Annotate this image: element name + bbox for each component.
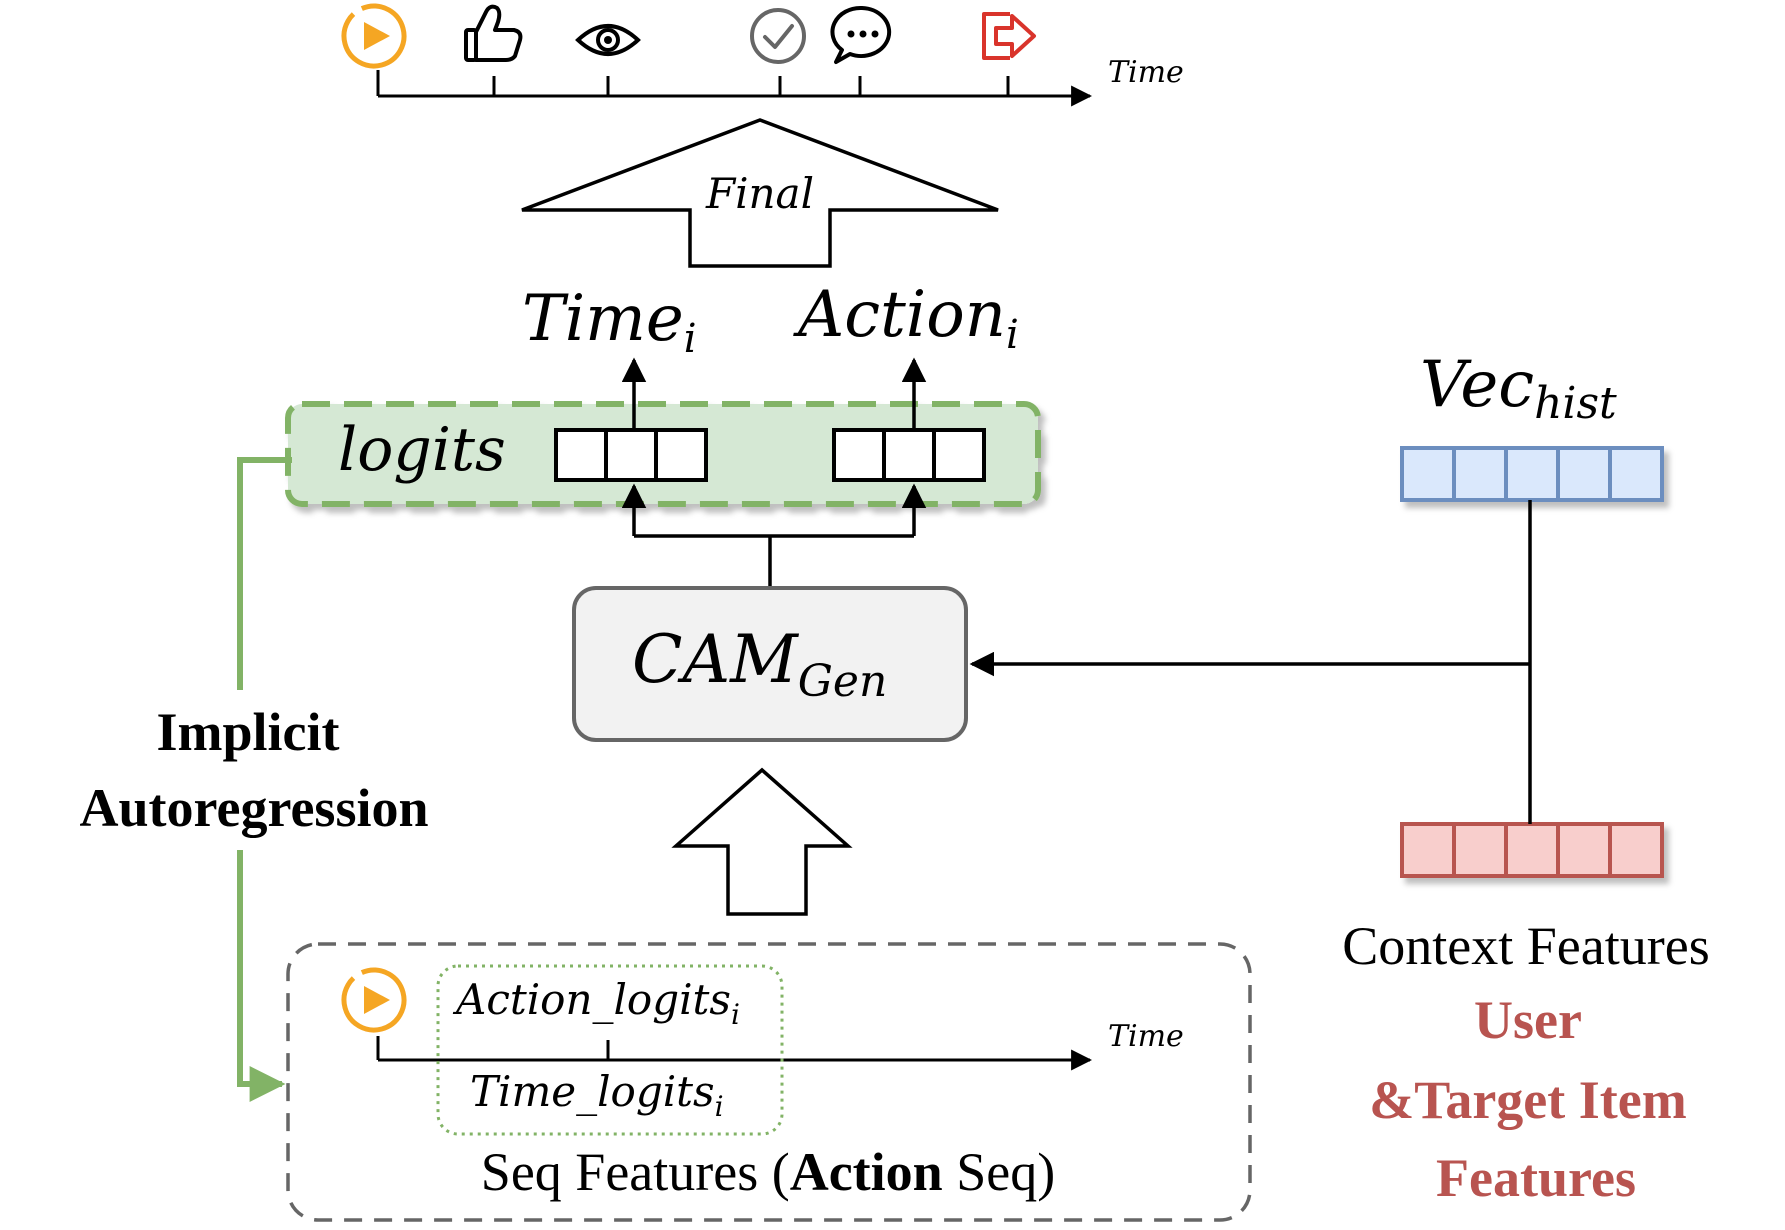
seq-caption-pre: Seq Features ( [481, 1142, 790, 1202]
seq-play-icon [341, 967, 407, 1033]
time-logits-vector [554, 428, 708, 482]
seq-caption-post: Seq) [943, 1142, 1055, 1202]
svg-text:Timei: Timei [522, 282, 697, 362]
logits-label: logits [338, 415, 506, 485]
logits-box: logits [285, 401, 1041, 507]
seq-axis-label: Time [1108, 1019, 1184, 1054]
vec-hist-vector [1400, 446, 1664, 502]
top-timeline: Time [341, 3, 1184, 107]
output-action-sub: i [1006, 312, 1019, 358]
output-time: Timei [522, 282, 697, 362]
context-line2: User [1474, 990, 1582, 1050]
implicit-line1: Implicit [157, 702, 340, 762]
comment-icon [830, 5, 892, 64]
implicit-line2: Autoregression [80, 778, 429, 838]
output-action: Actioni [793, 278, 1019, 358]
logits-input-box [436, 964, 784, 1136]
svg-text:Vechist: Vechist [1420, 348, 1617, 429]
check-icon [750, 8, 806, 64]
share-icon [982, 12, 1036, 60]
svg-text:Time_logitsi: Time_logitsi [470, 1067, 724, 1123]
action-logits-sub: i [731, 998, 740, 1031]
play-icon [341, 3, 407, 69]
time-logits-sub: i [715, 1090, 724, 1123]
seq-to-cam-arrow [671, 767, 853, 916]
context-line1: Context Features [1342, 916, 1709, 976]
output-time-sub: i [684, 316, 697, 362]
cam-sub: Gen [798, 656, 888, 707]
action-logits-vector [832, 428, 986, 482]
eye-icon [575, 24, 641, 56]
svg-text:Action_logitsi: Action_logitsi [452, 975, 740, 1031]
context-vector [1400, 822, 1664, 878]
action-logits-base: Action_logits [452, 975, 731, 1024]
vec-sub: hist [1534, 378, 1617, 429]
seq-features-box: Time Action_logitsi Time_logitsi Seq Fea… [286, 942, 1252, 1222]
seq-caption-bold: Action [790, 1142, 943, 1202]
svg-text:Actioni: Actioni [793, 278, 1019, 358]
context-line3: &Target Item [1369, 1070, 1686, 1130]
cam-to-logits-branch [621, 483, 927, 588]
implicit-autoregression-path: Implicit Autoregression [56, 457, 466, 1102]
output-time-base: Time [522, 282, 684, 356]
final-label: Final [705, 169, 814, 218]
cam-base: CAM [632, 621, 799, 698]
context-line4: Features [1436, 1148, 1636, 1208]
context-features-label: Context Features User &Target Item Featu… [1342, 916, 1709, 1208]
seq-caption: Seq Features (Action Seq) [481, 1142, 1055, 1202]
final-arrow: Final [521, 118, 999, 268]
vec-base: Vec [1420, 348, 1534, 422]
thumbs-up-icon [464, 4, 523, 62]
svg-text:CAMGen: CAMGen [632, 621, 887, 707]
vec-hist-label: Vechist [1420, 348, 1617, 429]
top-axis-label: Time [1108, 55, 1184, 90]
output-action-base: Action [793, 278, 1006, 352]
time-logits-base: Time_logits [470, 1067, 715, 1116]
cam-gen-box: CAMGen [572, 586, 968, 742]
